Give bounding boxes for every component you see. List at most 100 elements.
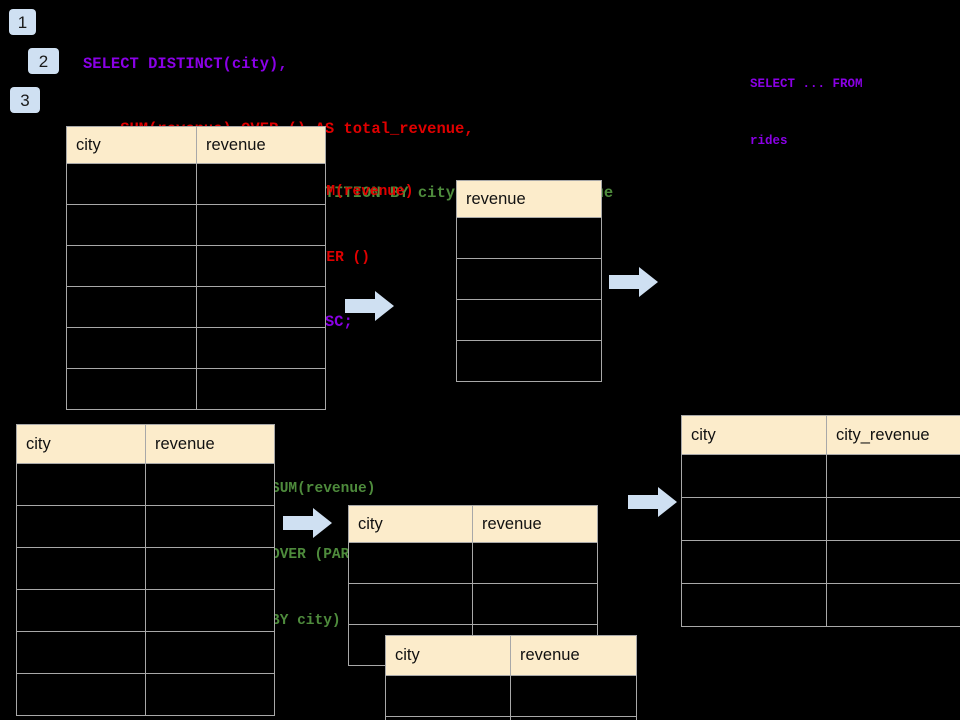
cell-revenue (196, 204, 326, 246)
table-row (456, 340, 602, 382)
cell-revenue (145, 547, 275, 590)
cell-revenue (196, 286, 326, 328)
table-row (66, 368, 326, 410)
cell-revenue (510, 716, 637, 720)
column-header-revenue: revenue (510, 635, 637, 676)
table-row (66, 327, 326, 369)
cell-city (66, 327, 197, 369)
cell-city (16, 505, 146, 548)
column-header-revenue: revenue (472, 505, 598, 543)
cell-city-revenue (826, 497, 960, 541)
cell-city (66, 368, 197, 410)
annotation-over-partition-line-3: BY city) (271, 613, 341, 629)
cell-revenue (196, 327, 326, 369)
side-note-line-2: rides (750, 134, 788, 148)
column-header-revenue: revenue (196, 126, 326, 164)
step-badge-1-label: 1 (17, 12, 28, 32)
column-header-revenue: revenue (145, 424, 275, 464)
cell-city (16, 631, 146, 674)
cell-city (681, 583, 827, 627)
table-header-row: city revenue (348, 505, 598, 543)
cell-city (681, 454, 827, 498)
column-header-revenue: revenue (456, 180, 602, 218)
cell-city-revenue (826, 454, 960, 498)
arrow-right-icon (345, 291, 394, 321)
step-badge-3: 3 (10, 87, 40, 113)
table-row (16, 505, 275, 548)
annotation-over-partition: SUM(revenue) OVER (PARTITION BY city) (271, 434, 402, 676)
table-row (66, 163, 326, 205)
cell-revenue (456, 258, 602, 300)
cell-revenue (196, 368, 326, 410)
cell-revenue (510, 675, 637, 717)
table-row (681, 583, 960, 627)
arrow-right-icon (283, 508, 332, 538)
table-row (16, 631, 275, 674)
arrow-right-icon (628, 487, 677, 517)
column-header-city: city (681, 415, 827, 455)
step-badge-2: 2 (28, 48, 59, 74)
cell-city (66, 286, 197, 328)
column-header-city: city (66, 126, 197, 164)
cell-city (385, 675, 511, 717)
column-header-city: city (385, 635, 511, 676)
sql-line-1: SELECT DISTINCT(city), (83, 55, 288, 73)
column-header-city: city (348, 505, 473, 543)
arrow-partition-to-result (628, 485, 678, 519)
cell-revenue (145, 589, 275, 632)
table-row (66, 245, 326, 287)
cell-revenue (456, 299, 602, 341)
cell-city-revenue (826, 540, 960, 584)
step-badge-2-label: 2 (38, 51, 49, 71)
table-row (456, 258, 602, 300)
cell-city (16, 463, 146, 506)
table-row (16, 673, 275, 716)
source-table-top: city revenue (66, 126, 326, 410)
cell-revenue (456, 217, 602, 259)
table-row (681, 454, 960, 498)
cell-revenue (196, 245, 326, 287)
cell-city (16, 547, 146, 590)
table-header-row: city revenue (16, 424, 275, 464)
cell-revenue (145, 505, 275, 548)
arrow-source-to-partition (283, 506, 333, 540)
table-row (16, 589, 275, 632)
cell-city (66, 204, 197, 246)
table-header-row: city city_revenue (681, 415, 960, 455)
cell-city (348, 542, 473, 584)
column-header-city-revenue: city_revenue (826, 415, 960, 455)
column-header-city: city (16, 424, 146, 464)
table-row (16, 547, 275, 590)
table-row (681, 540, 960, 584)
table-header-row: revenue (456, 180, 602, 218)
side-note-line-1: SELECT ... FROM (750, 77, 863, 91)
cell-revenue (196, 163, 326, 205)
step-badge-3-label: 3 (20, 90, 30, 110)
table-row (385, 716, 637, 720)
table-row (456, 217, 602, 259)
cell-revenue (456, 340, 602, 382)
cell-revenue (472, 542, 598, 584)
table-header-row: city revenue (385, 635, 637, 676)
cell-city (348, 583, 473, 625)
table-row (385, 675, 637, 717)
cell-revenue (145, 631, 275, 674)
arrow-source-to-total (345, 289, 395, 323)
table-row (348, 583, 598, 625)
source-table-bottom: city revenue (16, 424, 275, 716)
cell-city (66, 163, 197, 205)
table-row (66, 286, 326, 328)
table-row (456, 299, 602, 341)
arrow-total-to-result (609, 265, 659, 299)
table-row (348, 542, 598, 584)
step-badge-1: 1 (9, 9, 36, 35)
cell-city-revenue (826, 583, 960, 627)
cell-city (66, 245, 197, 287)
result-table: city city_revenue (681, 415, 960, 627)
annotation-over-empty-line-1: SUM(revenue) (309, 184, 414, 200)
table-header-row: city revenue (66, 126, 326, 164)
annotation-over-partition-line-1: SUM(revenue) (271, 481, 376, 497)
cell-city (385, 716, 511, 720)
cell-revenue (145, 463, 275, 506)
